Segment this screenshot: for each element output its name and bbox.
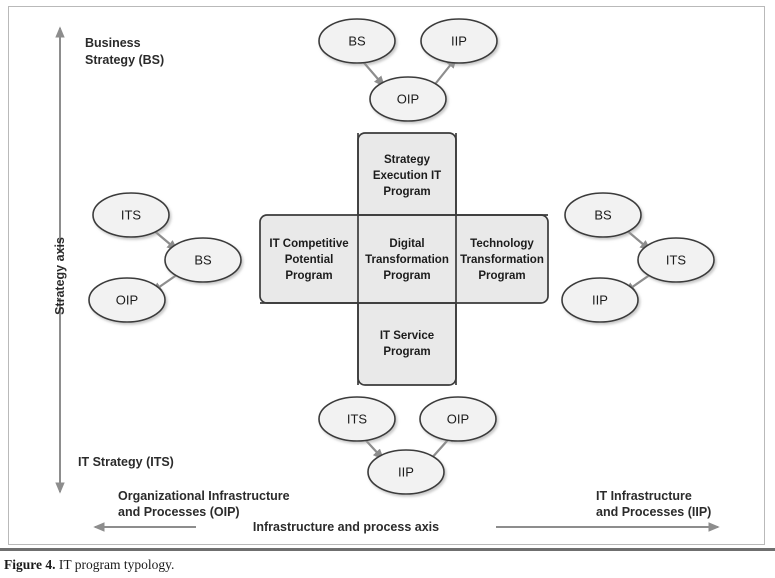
node-left-bs[interactable] (164, 237, 242, 283)
node-right-iip[interactable] (561, 277, 639, 323)
node-right-iip-label: IIP (592, 292, 608, 307)
cell-right-line3: Program (478, 270, 525, 282)
cell-bottom-line1: IT Service (380, 330, 434, 342)
caption-divider (0, 548, 775, 551)
cell-it-service-program[interactable]: IT Service Program (380, 330, 434, 358)
vertical-axis: Strategy axis (53, 26, 67, 494)
axis-end-labels: Business Strategy (BS) IT Strategy (ITS)… (78, 36, 711, 519)
figure-caption-label: Figure 4. (4, 557, 56, 572)
cluster-bottom: ITS OIP IIP (318, 396, 497, 495)
cell-top-line2: Execution IT (373, 170, 441, 182)
axis-label-oip-line2: and Processes (OIP) (118, 505, 240, 519)
cluster-top: BS IIP OIP (318, 18, 498, 122)
horizontal-axis: Infrastructure and process axis (93, 520, 720, 534)
cell-digital-transformation-program[interactable]: Digital Transformation Program (365, 238, 449, 282)
cell-left-line2: Potential (285, 254, 334, 266)
node-top-iip-label: IIP (451, 33, 467, 48)
axis-label-business-strategy-line1: Business (85, 36, 141, 50)
axis-label-iip-line2: and Processes (IIP) (596, 505, 711, 519)
cell-technology-transformation-program[interactable]: Technology Transformation Program (460, 238, 544, 282)
node-left-its[interactable] (92, 192, 170, 238)
axis-label-iip-line1: IT Infrastructure (596, 489, 692, 503)
cell-right-line2: Transformation (460, 254, 544, 266)
node-bottom-oip-label: OIP (447, 411, 469, 426)
node-top-bs-label: BS (348, 33, 366, 48)
typology-cross: Strategy Execution IT Program IT Competi… (259, 132, 549, 386)
node-bottom-iip[interactable] (367, 449, 445, 495)
node-right-its-label: ITS (666, 252, 687, 267)
cluster-right: BS ITS IIP (561, 192, 715, 323)
cell-left-line3: Program (285, 270, 332, 282)
node-top-iip[interactable] (420, 18, 498, 64)
cell-right-line1: Technology (470, 238, 534, 250)
vertical-axis-name: Strategy axis (53, 237, 67, 315)
cell-strategy-execution-it-program[interactable]: Strategy Execution IT Program (373, 154, 441, 198)
figure-caption: Figure 4. IT program typology. (4, 557, 704, 573)
node-bottom-its[interactable] (318, 396, 396, 442)
node-left-its-label: ITS (121, 207, 142, 222)
cell-top-line3: Program (383, 186, 430, 198)
axis-label-it-strategy: IT Strategy (ITS) (78, 455, 174, 469)
node-left-oip[interactable] (88, 277, 166, 323)
axis-label-oip-line1: Organizational Infrastructure (118, 489, 290, 503)
cell-top-line1: Strategy (384, 154, 431, 166)
node-bottom-oip[interactable] (419, 396, 497, 442)
axis-label-business-strategy-line2: Strategy (BS) (85, 53, 164, 67)
cell-it-competitive-potential-program[interactable]: IT Competitive Potential Program (269, 238, 348, 282)
figure-caption-text: IT program typology. (58, 557, 175, 572)
cell-left-line1: IT Competitive (269, 238, 348, 250)
node-right-bs-label: BS (594, 207, 612, 222)
cell-center-line1: Digital (389, 238, 424, 250)
node-top-oip[interactable] (369, 76, 447, 122)
node-bottom-its-label: ITS (347, 411, 368, 426)
typology-diagram: Strategy axis Infrastructure and process… (53, 18, 720, 534)
horizontal-axis-name: Infrastructure and process axis (253, 520, 439, 534)
cell-center-line3: Program (383, 270, 430, 282)
node-bottom-iip-label: IIP (398, 464, 414, 479)
node-top-oip-label: OIP (397, 91, 419, 106)
node-right-its[interactable] (637, 237, 715, 283)
node-left-bs-label: BS (194, 252, 212, 267)
cluster-left: ITS BS OIP (88, 192, 242, 323)
node-left-oip-label: OIP (116, 292, 138, 307)
node-top-bs[interactable] (318, 18, 396, 64)
cell-bottom-line2: Program (383, 346, 430, 358)
node-right-bs[interactable] (564, 192, 642, 238)
cell-center-line2: Transformation (365, 254, 449, 266)
